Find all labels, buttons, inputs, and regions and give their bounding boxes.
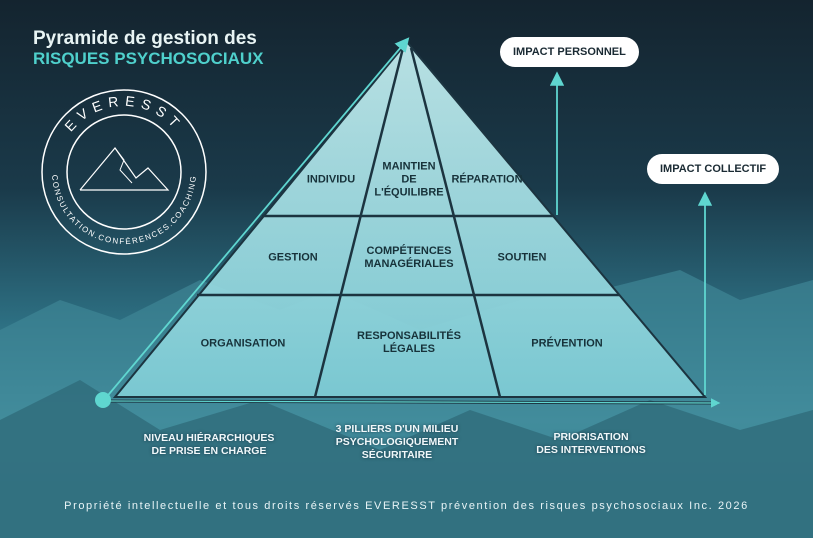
title-line2: RISQUES PSYCHOSOCIAUX xyxy=(33,49,264,68)
column-divider xyxy=(409,47,502,398)
caption-hierarchical-level: NIVEAU HIÉRARCHIQUES DE PRISE EN CHARGE xyxy=(143,432,275,457)
cell-individu: INDIVIDU xyxy=(306,173,356,186)
impact-collectif-badge: IMPACT COLLECTIF xyxy=(647,154,780,184)
caption-three-pillars: 3 PILLIERS D'UN MILIEU PSYCHOLOGIQUEMENT… xyxy=(335,423,459,461)
cell-maintien-equilibre: MAINTIEN DE L'ÉQUILIBRE xyxy=(374,160,444,199)
copyright-footer: Propriété intellectuelle et tous droits … xyxy=(64,500,749,512)
cell-competences-manageriales: COMPÉTENCES MANAGÉRIALES xyxy=(364,245,454,270)
pyramid-shape xyxy=(115,42,705,397)
impact-personnel-badge: IMPACT PERSONNEL xyxy=(500,37,639,67)
cell-prevention: PRÉVENTION xyxy=(531,337,603,350)
cell-gestion: GESTION xyxy=(268,251,318,264)
hierarchy-axis-arrow xyxy=(103,37,410,401)
caption-prioritization: PRIORISATION DES INTERVENTIONS xyxy=(536,431,646,456)
cell-responsabilites-legales: RESPONSABILITÉS LÉGALES xyxy=(357,330,461,355)
cell-soutien: SOUTIEN xyxy=(497,251,547,264)
title-line1: Pyramide de gestion des xyxy=(33,28,257,49)
priority-axis-arrow xyxy=(103,398,721,408)
origin-dot xyxy=(95,392,111,408)
cell-organisation: ORGANISATION xyxy=(200,337,286,350)
column-divider xyxy=(313,47,405,398)
everesst-logo: EVERESST CONSULTATION.CONFÉRENCES.COACHI… xyxy=(41,89,207,255)
cell-reparation: RÉPARATION xyxy=(451,173,523,186)
